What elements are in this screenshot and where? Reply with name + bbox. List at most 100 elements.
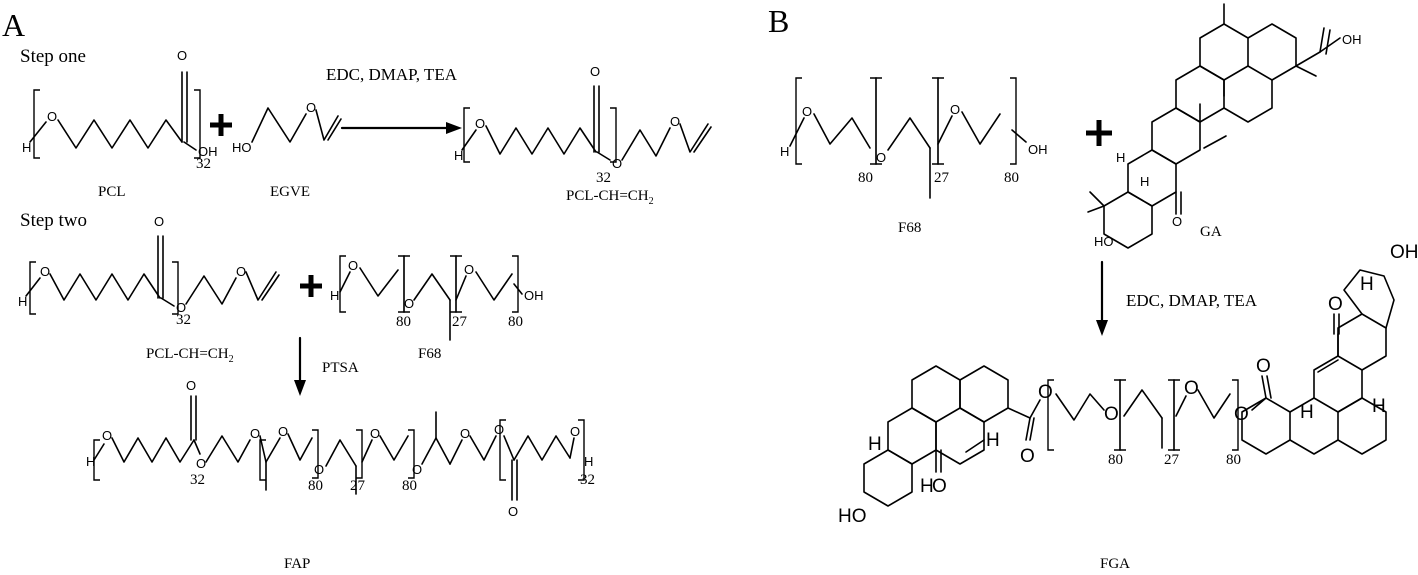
atom-o: O	[932, 476, 947, 497]
plus-icon	[210, 114, 232, 136]
atom-h: H	[454, 148, 463, 163]
atom-ho: HO	[1094, 234, 1114, 249]
atom-h: H	[1372, 396, 1386, 417]
pcl-vinyl-structure: H O O O 32 O	[454, 64, 712, 186]
atom-h: H	[1360, 274, 1374, 295]
atom-h: H	[22, 140, 31, 155]
atom-o: O	[1328, 294, 1343, 315]
atom-h: H	[18, 294, 27, 309]
atom-o: O	[306, 100, 316, 115]
atom-o: O	[670, 114, 680, 129]
fap-structure: H O O O 32 O O 80 O 27 O 80 O O	[86, 378, 595, 519]
repeat-count: 27	[1164, 452, 1180, 468]
ga-structure: OH O HO H H	[1087, 3, 1362, 249]
atom-o: O	[876, 150, 886, 165]
atom-h: H	[86, 454, 95, 469]
atom-h: H	[868, 434, 882, 455]
f68-label-b: F68	[898, 220, 921, 236]
atom-o: O	[278, 424, 288, 439]
pcl-vinyl-label: PCL-CH=CH2	[566, 188, 654, 207]
repeat-count: 27	[350, 478, 366, 494]
atom-o: O	[612, 156, 622, 171]
atom-o: O	[494, 422, 504, 437]
atom-o: O	[1020, 446, 1035, 467]
repeat-count: 80	[508, 314, 523, 330]
reaction-arrow-icon	[1096, 260, 1108, 336]
atom-h: H	[1140, 174, 1149, 189]
atom-ho: HO	[232, 140, 252, 155]
f68-label: F68	[418, 346, 441, 362]
atom-o: O	[475, 116, 485, 131]
panel-a-letter: A	[2, 7, 25, 43]
atom-oh: OH	[524, 288, 544, 303]
atom-oh: OH	[1342, 32, 1362, 47]
f68-structure-b: H O 80 O 27 O 80 OH	[780, 77, 1048, 199]
atom-o: O	[1104, 404, 1119, 425]
atom-h: H	[780, 144, 789, 159]
repeat-count: 32	[190, 472, 205, 488]
atom-h: H	[986, 430, 1000, 451]
pcl-vinyl-structure-step-two: H O O O 32 O	[18, 214, 280, 328]
step-two-label: Step two	[20, 210, 87, 231]
atom-o: O	[154, 214, 164, 229]
atom-o: O	[508, 504, 518, 519]
atom-o: O	[250, 426, 260, 441]
atom-o: O	[1256, 356, 1271, 377]
atom-o: O	[1184, 378, 1199, 399]
reagents-step-two: PTSA	[322, 360, 359, 376]
atom-ho: HO	[838, 506, 867, 527]
atom-o: O	[40, 264, 50, 279]
atom-h: H	[1300, 402, 1314, 423]
atom-h: H	[1116, 150, 1125, 165]
pcl-structure: H O O OH 32	[22, 48, 218, 172]
atom-h: H	[584, 454, 593, 469]
atom-o: O	[464, 262, 474, 277]
atom-o: O	[47, 109, 57, 124]
atom-o: O	[177, 48, 187, 63]
repeat-count: 32	[580, 472, 595, 488]
atom-oh: OH	[1028, 142, 1048, 157]
repeat-count: 27	[934, 170, 950, 186]
repeat-count: 32	[176, 312, 191, 328]
repeat-count: 27	[452, 314, 468, 330]
plus-icon	[1086, 120, 1112, 146]
atom-o: O	[186, 378, 196, 393]
pcl-label: PCL	[98, 184, 126, 200]
repeat-count: 80	[396, 314, 411, 330]
repeat-count: 80	[1226, 452, 1241, 468]
atom-o: O	[102, 428, 112, 443]
atom-oh: OH	[1390, 242, 1418, 263]
f68-structure: H O 80 O 27 O 80 OH	[330, 255, 544, 341]
atom-o: O	[802, 104, 812, 119]
reagents-panel-b: EDC, DMAP, TEA	[1126, 291, 1258, 310]
atom-o: O	[314, 462, 324, 477]
repeat-count: 80	[858, 170, 873, 186]
step-one-label: Step one	[20, 46, 86, 67]
reagents-step-one: EDC, DMAP, TEA	[326, 65, 458, 84]
repeat-count: 32	[596, 170, 611, 186]
repeat-count: 80	[1108, 452, 1123, 468]
atom-o: O	[590, 64, 600, 79]
atom-h: H	[330, 288, 339, 303]
repeat-count: 80	[402, 478, 417, 494]
atom-o: O	[460, 426, 470, 441]
fga-structure: O O O HO H H H O 80 27 O 80 O O	[838, 242, 1418, 527]
atom-o: O	[412, 462, 422, 477]
egve-structure: HO O	[232, 100, 342, 155]
egve-label: EGVE	[270, 184, 310, 200]
atom-o: O	[196, 456, 206, 471]
reaction-arrow-icon	[340, 122, 462, 134]
atom-o: O	[236, 264, 246, 279]
atom-o: O	[1172, 214, 1182, 229]
atom-o: O	[570, 424, 580, 439]
atom-oh: OH	[198, 144, 218, 159]
atom-o: O	[1038, 382, 1053, 403]
atom-o: O	[404, 296, 414, 311]
repeat-count: 80	[1004, 170, 1019, 186]
reaction-arrow-icon	[294, 336, 306, 396]
atom-o: O	[176, 300, 186, 315]
atom-o: O	[370, 426, 380, 441]
pcl-vinyl-label-step-two: PCL-CH=CH2	[146, 346, 234, 365]
